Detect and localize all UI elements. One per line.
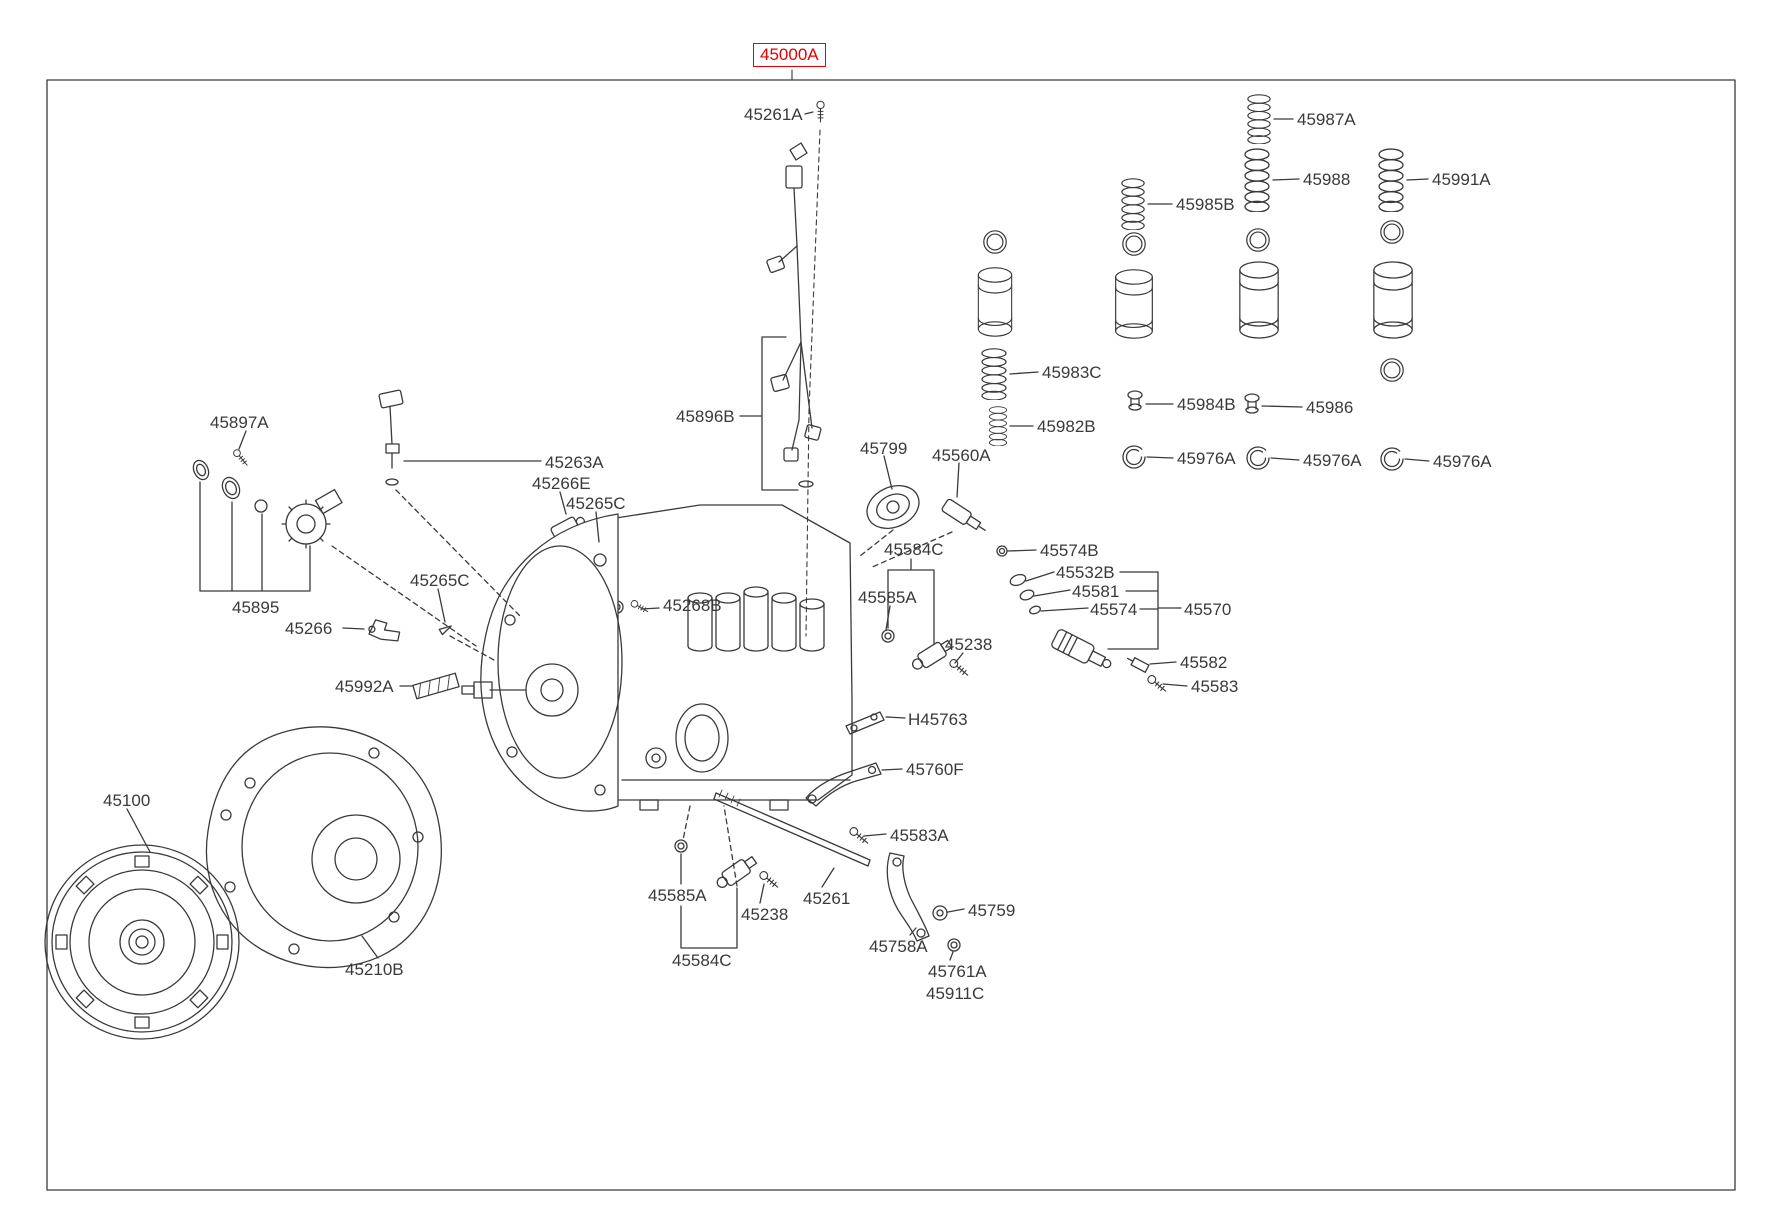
cluster-45895 [192, 447, 343, 549]
part-label-45263A: 45263A [545, 453, 604, 472]
sensor-45584C-bot [716, 856, 758, 888]
part-45265C-mid [438, 625, 452, 636]
part-label-45583: 45583 [1191, 677, 1239, 696]
torque-converter-45100 [44, 844, 240, 1040]
part-label-45100: 45100 [103, 791, 151, 810]
harness-45896B [766, 142, 822, 488]
part-label-45759: 45759 [968, 901, 1016, 920]
ring-45574B [996, 545, 1008, 557]
part-label-45584C-top: 45584C [884, 540, 944, 559]
elbow-45266 [368, 619, 401, 642]
part-label-45581: 45581 [1072, 582, 1120, 601]
part-label-45261A: 45261A [744, 105, 803, 124]
part-label-45584C-bot: 45584C [672, 951, 732, 970]
plate-45992A [412, 672, 460, 700]
part-label-45758A: 45758A [869, 937, 928, 956]
bell-housing-45210B [205, 726, 442, 969]
sensor-45560A [941, 498, 986, 531]
part-label-45266: 45266 [285, 619, 333, 638]
bracket-H45763 [845, 711, 885, 735]
valve-45986 [1244, 393, 1260, 414]
part-label-45976A-2: 45976A [1303, 451, 1362, 470]
part-label-45976A-3: 45976A [1433, 452, 1492, 471]
rod-45261 [713, 789, 871, 867]
part-label-45574B: 45574B [1040, 541, 1099, 560]
sensor-45263A [378, 389, 404, 486]
bearing-45799 [866, 485, 920, 529]
part-label-45583A: 45583A [890, 826, 949, 845]
lever-45758A [886, 852, 930, 942]
part-label-45896B: 45896B [676, 407, 735, 426]
oring-45585A-bot [674, 839, 688, 853]
part-label-45210B: 45210B [345, 960, 404, 979]
part-label-45265C-top: 45265C [566, 494, 626, 513]
part-label-45585A-top: 45585A [858, 588, 917, 607]
part-label-45238-bot: 45238 [741, 905, 789, 924]
part-label-45532B: 45532B [1056, 563, 1115, 582]
valve-45984B [1127, 390, 1143, 411]
nut-45761A [947, 938, 961, 952]
part-label-45897A: 45897A [210, 413, 269, 432]
centerline-dashed [805, 129, 821, 637]
part-label-45986: 45986 [1306, 398, 1354, 417]
part-label-45985B: 45985B [1176, 195, 1235, 214]
bracket-45760F [805, 762, 882, 807]
diagram-border [46, 79, 1736, 1191]
leader-lines [126, 111, 1430, 961]
part-label-45761A: 45761A [928, 962, 987, 981]
washer-45759 [932, 905, 948, 921]
oring-45585A-top [881, 629, 895, 643]
part-label-45911C: 45911C [926, 984, 985, 1003]
part-label-H45763: H45763 [908, 710, 968, 729]
part-label-45991A: 45991A [1432, 170, 1491, 189]
part-label-45560A: 45560A [932, 446, 991, 465]
part-label-45992A: 45992A [335, 677, 394, 696]
part-label-45268B: 45268B [663, 596, 722, 615]
part-label-45570: 45570 [1184, 600, 1232, 619]
part-label-45574: 45574 [1090, 600, 1138, 619]
part-label-45984B: 45984B [1177, 395, 1236, 414]
part-label-45976A-1: 45976A [1177, 449, 1236, 468]
part-label-45987A: 45987A [1297, 110, 1356, 129]
part-label-root-45000A[interactable]: 45000A [753, 43, 826, 68]
part-label-45585A-bot: 45585A [648, 886, 707, 905]
sensor-45584C-top [911, 639, 953, 670]
part-label-45895: 45895 [232, 598, 280, 617]
assembly-dashed-lines [331, 489, 953, 887]
part-label-45983C: 45983C [1042, 363, 1102, 382]
retainer-45582 [1126, 657, 1150, 673]
part-label-45988: 45988 [1303, 170, 1351, 189]
part-label-45265C-mid: 45265C [410, 571, 470, 590]
valve-45570 [1051, 629, 1112, 669]
part-label-45760F: 45760F [906, 760, 964, 779]
rings-45532B-45581-45574 [1009, 573, 1041, 615]
part-label-45799: 45799 [860, 439, 908, 458]
part-label-45982B: 45982B [1037, 417, 1096, 436]
part-label-45261-bot: 45261 [803, 889, 851, 908]
part-label-45266E: 45266E [532, 474, 591, 493]
part-label-45582: 45582 [1180, 653, 1228, 672]
transmission-case [461, 504, 853, 812]
part-label-45238-top: 45238 [945, 635, 993, 654]
